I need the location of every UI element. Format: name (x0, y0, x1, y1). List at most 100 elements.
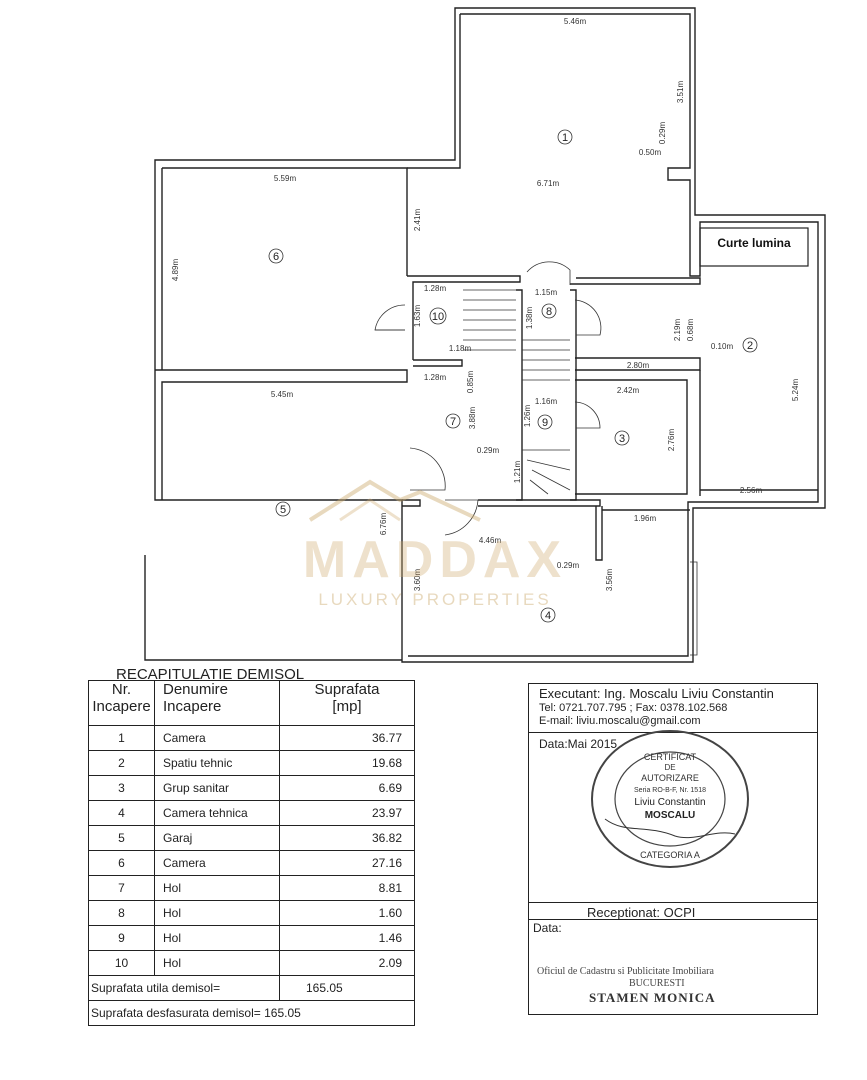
row-nr: 1 (88, 725, 155, 751)
receptionat: Receptionat: OCPI (587, 905, 696, 920)
dim-label: 0.29m (557, 561, 580, 570)
dim-label: 2.76m (667, 429, 676, 452)
seal-text: DE (664, 763, 675, 772)
row-nr: 9 (88, 925, 155, 951)
email: E-mail: liviu.moscalu@gmail.com (539, 715, 701, 727)
dim-label: 1.18m (449, 344, 472, 353)
seal-text: Seria RO-B-F, Nr. 1518 (634, 787, 706, 794)
room-5-label: 5 (280, 504, 286, 516)
dim-label: 1.38m (525, 307, 534, 330)
dim-label: 3.88m (468, 407, 477, 430)
date2: Data: (533, 921, 562, 935)
row-name: Garaj (154, 825, 280, 851)
stairs (463, 289, 571, 495)
dim-label: 1.28m (424, 284, 447, 293)
watermark-brand: MADDAX (302, 531, 568, 589)
bucuresti-stamp-text: BUCURESTI (629, 978, 685, 989)
desf-cell: Suprafata desfasurata demisol= 165.05 (88, 1000, 415, 1026)
dim-label: 2.19m (673, 319, 682, 342)
executant: Executant: Ing. Moscalu Liviu Constantin (539, 686, 774, 701)
dim-label: 2.80m (627, 361, 650, 370)
row-area: 1.60 (279, 900, 415, 926)
room-2-label: 2 (747, 340, 753, 352)
dim-label: 5.59m (274, 174, 297, 183)
row-name: Hol (154, 875, 280, 901)
dim-label: 6.71m (537, 179, 560, 188)
seal-text: CERTIFICAT (644, 752, 697, 762)
room-7-label: 7 (450, 416, 456, 428)
util-value: 165.05 (279, 975, 415, 1001)
outer-walls (144, 7, 826, 663)
stamp-name: STAMEN MONICA (589, 990, 716, 1005)
dim-label: 3.51m (676, 81, 685, 104)
room-3-label: 3 (619, 433, 625, 445)
doors (374, 261, 602, 536)
row-area: 6.69 (279, 775, 415, 801)
row-name: Spatiu tehnic (154, 750, 280, 776)
recap-title: RECAPITULATIE DEMISOL (116, 666, 305, 683)
dim-label: 1.16m (535, 397, 558, 406)
dim-label: 5.24m (791, 379, 800, 402)
row-name: Hol (154, 925, 280, 951)
dim-label: 2.42m (617, 386, 640, 395)
row-area: 36.82 (279, 825, 415, 851)
dim-label: 0.85m (466, 371, 475, 394)
table-header-row: Nr. Incapere Denumire Incapere Suprafata… (88, 680, 415, 726)
dim-label: 5.45m (271, 390, 294, 399)
row-nr: 5 (88, 825, 155, 851)
header-area: Suprafata [mp] (279, 680, 415, 726)
dim-label: 6.76m (379, 513, 388, 536)
header-nr: Nr. Incapere (88, 680, 155, 726)
curte-lumina-label: Curte lumina (717, 236, 791, 250)
room-10-label: 10 (432, 311, 444, 323)
desf-value: 165.05 (264, 1006, 301, 1020)
room-1-label: 1 (562, 132, 568, 144)
dim-label: 0.29m (658, 122, 667, 145)
desf-label: Suprafata desfasurata demisol= (91, 1006, 261, 1020)
room-8-label: 8 (546, 306, 552, 318)
inner-walls (402, 275, 818, 561)
dimension-labels: 5.46m 3.51m 0.29m 0.50m 6.71m 2.41m 5.59… (171, 17, 800, 591)
row-nr: 7 (88, 875, 155, 901)
dim-label: 1.28m (424, 373, 447, 382)
watermark-tagline: LUXURY PROPERTIES (318, 590, 552, 609)
room-9-label: 9 (542, 417, 548, 429)
row-area: 2.09 (279, 950, 415, 976)
row-nr: 6 (88, 850, 155, 876)
dim-label: 2.41m (413, 209, 422, 232)
dim-label: 0.50m (639, 148, 662, 157)
row-nr: 4 (88, 800, 155, 826)
signature-icon (604, 818, 736, 839)
row-area: 19.68 (279, 750, 415, 776)
row-name: Hol (154, 900, 280, 926)
dim-label: 0.29m (477, 446, 500, 455)
dim-label: 1.21m (513, 461, 522, 484)
seal-text: MOSCALU (645, 810, 696, 821)
row-nr: 10 (88, 950, 155, 976)
dim-label: 0.10m (711, 342, 734, 351)
row-name: Camera tehnica (154, 800, 280, 826)
watermark-logo-icon (308, 479, 481, 522)
ocpi-stamp-text: Oficiul de Cadastru si Publicitate Imobi… (537, 966, 714, 977)
row-area: 1.46 (279, 925, 415, 951)
row-nr: 8 (88, 900, 155, 926)
row-nr: 3 (88, 775, 155, 801)
date: Data:Mai 2015 (539, 737, 618, 751)
room-6-label: 6 (273, 251, 279, 263)
dim-label: 5.46m (564, 17, 587, 26)
recap-table: Nr. Incapere Denumire Incapere Suprafata… (88, 680, 415, 1026)
row-name: Grup sanitar (154, 775, 280, 801)
header-name: Denumire Incapere (154, 680, 280, 726)
room-4-label: 4 (545, 610, 551, 622)
row-area: 27.16 (279, 850, 415, 876)
